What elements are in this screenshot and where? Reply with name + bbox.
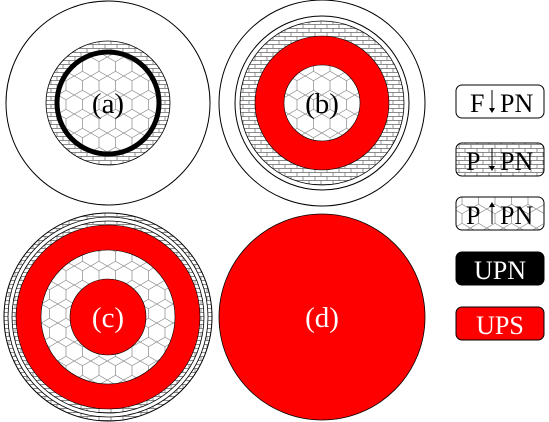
panel-b: (b) [218,0,426,207]
panel-a-label: (a) [92,88,124,120]
legend-label-ups: UPS [476,311,524,340]
arrow-down-head-icon [489,108,495,113]
panel-a: (a) [5,0,211,206]
legend-item-f-pn: F PN [455,84,545,119]
legend-swatch-black [455,251,545,286]
legend-swatch-red [455,306,545,341]
panel-b-label: (b) [305,88,339,120]
panel-d-label: (d) [305,302,339,334]
legend-swatch-white [455,84,545,119]
legend-label-pn: PN [500,147,533,176]
arrow-up-head-icon [489,202,495,207]
legend-item-upn: UPN [455,251,545,286]
panel-b-hex-core [283,64,361,142]
legend-item-p-pn-brick: P PN [455,142,545,177]
panel-c-ups-core [69,278,147,356]
legend-label-p: P [466,147,480,176]
legend-label-f: F [470,89,484,118]
legend-swatch-hexagon [455,196,545,231]
panel-a-upn-ring [54,49,162,157]
legend-label-p: P [466,201,480,230]
panel-d: (d) [218,213,426,421]
arrow-down-head-icon [489,166,495,171]
legend-item-ups: UPS [455,306,545,341]
legend-item-p-pn-hex: P PN [455,196,545,231]
panel-c: (c) [3,212,213,422]
legend-label-pn: PN [500,201,533,230]
legend: F PN P PN P PN UPN UPS [455,84,545,341]
legend-label-pn: PN [500,89,533,118]
legend-label-upn: UPN [474,256,526,285]
legend-swatch-brick [455,142,545,177]
panel-d-ups-disk [218,213,426,421]
panel-c-label: (c) [92,302,124,334]
